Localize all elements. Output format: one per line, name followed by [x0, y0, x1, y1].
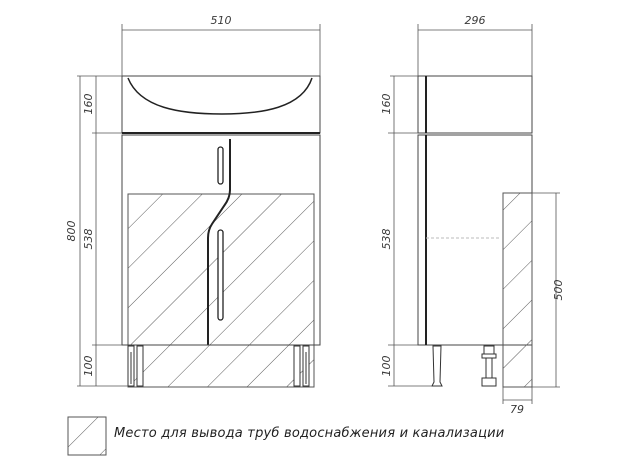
front-handle-bottom	[217, 229, 224, 321]
dim-front-width: 510	[211, 14, 232, 27]
dim-side-legs-height: 100	[380, 356, 393, 377]
legend-swatch	[67, 416, 107, 456]
dim-front-sink-height: 160	[82, 94, 95, 115]
front-leg-left	[127, 345, 144, 387]
front-view: 510 800 160 538 100	[65, 14, 321, 388]
dim-side-depth: 296	[465, 14, 486, 27]
dim-pipe-zone-height: 500	[552, 280, 565, 301]
dim-front-body-height: 538	[82, 229, 95, 250]
dim-side-body-height: 538	[380, 229, 393, 250]
side-sink	[417, 75, 533, 134]
side-pipe-zone	[502, 192, 533, 388]
dim-front-legs-height: 100	[82, 356, 95, 377]
side-dimensions	[388, 24, 560, 404]
dim-side-sink-height: 160	[380, 94, 393, 115]
dim-front-total-height: 800	[65, 221, 78, 242]
side-leg-front	[431, 345, 443, 387]
side-leg-back	[481, 345, 497, 387]
dim-pipe-zone-depth: 79	[510, 403, 524, 416]
legend-label: Место для вывода труб водоснабжения и ка…	[114, 426, 505, 441]
side-view: 296 160 538 100 500 79	[380, 14, 565, 416]
front-dimensions	[77, 24, 321, 387]
front-sink	[121, 75, 321, 134]
front-sink-bowl	[127, 77, 313, 115]
front-door-split	[207, 139, 231, 345]
front-leg-right	[293, 345, 310, 387]
front-handle-top	[217, 146, 224, 185]
